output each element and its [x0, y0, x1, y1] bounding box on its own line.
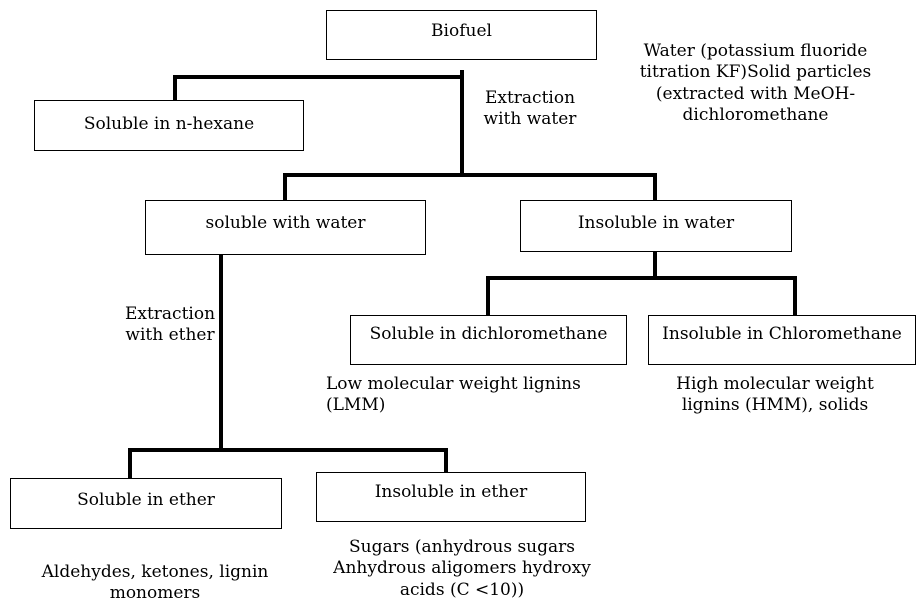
node-soluble-ether-label: Soluble in ether	[77, 490, 215, 510]
node-soluble-water-label: soluble with water	[205, 213, 366, 233]
node-insoluble-water-label: Insoluble in water	[577, 213, 735, 233]
node-biofuel: Biofuel	[326, 10, 597, 60]
note-aldehydes: Aldehydes, ketones, lignin monomers	[41, 562, 269, 604]
node-insoluble-ether: Insoluble in ether	[316, 472, 586, 522]
node-insoluble-chloromethane-label: Insoluble in Chloromethane	[662, 324, 902, 344]
node-soluble-hexane: Soluble in n-hexane	[34, 100, 304, 151]
node-insoluble-water: Insoluble in water	[520, 200, 792, 252]
node-soluble-dcm-label: Soluble in dichloromethane	[369, 324, 608, 344]
node-insoluble-ether-label: Insoluble in ether	[374, 482, 528, 502]
node-insoluble-chloromethane: Insoluble in Chloromethane	[648, 315, 916, 365]
note-water-solids: Water (potassium fluoride titration KF)S…	[639, 41, 872, 125]
node-soluble-hexane-label: Soluble in n-hexane	[83, 114, 255, 134]
edge-label-extraction-water: Extraction with water	[483, 88, 577, 130]
note-lmm: Low molecular weight lignins (LMM)	[326, 374, 581, 416]
note-hmm: High molecular weight lignins (HMM), sol…	[676, 374, 874, 416]
node-soluble-water: soluble with water	[145, 200, 426, 255]
node-soluble-ether: Soluble in ether	[10, 478, 282, 529]
node-soluble-dcm: Soluble in dichloromethane	[350, 315, 627, 365]
node-biofuel-label: Biofuel	[431, 21, 492, 41]
note-sugars: Sugars (anhydrous sugars Anhydrous aligo…	[333, 537, 591, 600]
edge-label-extraction-ether: Extraction with ether	[124, 304, 216, 346]
